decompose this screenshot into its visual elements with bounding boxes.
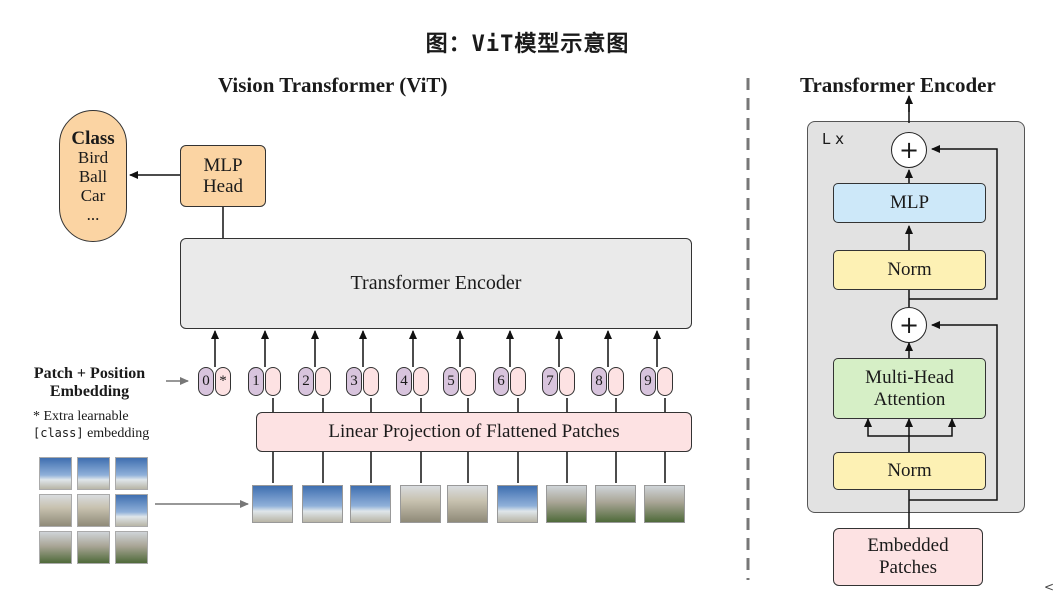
image-patch [546, 485, 587, 523]
add-bottom-icon: + [891, 307, 927, 343]
transformer-encoder-box: Transformer Encoder [180, 238, 692, 329]
encoder-detail-title: Transformer Encoder [800, 73, 996, 97]
token-embedding [510, 367, 526, 396]
token-index: 9 [640, 367, 656, 396]
residual-top [909, 145, 998, 300]
token-index: 3 [346, 367, 362, 396]
norm-to-attn-arrow-left [864, 418, 909, 437]
token-embedding [608, 367, 624, 396]
token-embedding [413, 367, 429, 396]
source-image-tile [77, 457, 110, 490]
vit-title: Vision Transformer (ViT) [218, 73, 448, 97]
source-image-tile [115, 494, 148, 527]
token-index: 1 [248, 367, 264, 396]
image-patch [302, 485, 343, 523]
source-image-tile [115, 457, 148, 490]
patch-position-embedding-label: Patch + Position Embedding [33, 365, 146, 400]
class-item: Ball [78, 166, 108, 186]
extra-learnable-note: * Extra learnable [class] embedding [33, 409, 183, 442]
image-patch [350, 485, 391, 523]
note-line-2: embedding [83, 426, 150, 441]
token-embedding [363, 367, 379, 396]
class-token-mark: * [215, 367, 231, 396]
mlp-block: MLP [833, 183, 986, 223]
token-index: 4 [396, 367, 412, 396]
multi-head-attention-block: Multi-Head Attention [833, 358, 986, 419]
token-embedding [460, 367, 476, 396]
token-index: 6 [493, 367, 509, 396]
class-item: Bird [77, 147, 109, 167]
token-embedding [657, 367, 673, 396]
layer-repeat-label: L x [822, 130, 845, 148]
source-image-tile [115, 531, 148, 564]
token-embedding [559, 367, 575, 396]
source-image-tile [39, 457, 72, 490]
token-index: 8 [591, 367, 607, 396]
norm-bottom-block: Norm [833, 452, 986, 490]
note-line-1: * Extra learnable [33, 409, 129, 424]
note-code: [class] [33, 426, 84, 440]
corner-mark: < [1044, 580, 1055, 594]
add-top-icon: + [891, 132, 927, 168]
source-image-tile [39, 531, 72, 564]
class-item: ... [86, 204, 100, 224]
linear-projection-box: Linear Projection of Flattened Patches [256, 412, 692, 452]
residual-bottom [909, 321, 998, 501]
class-item: Car [80, 185, 106, 205]
image-patch [595, 485, 636, 523]
image-patch [497, 485, 538, 523]
norm-to-attn-arrow-right [909, 418, 956, 437]
image-patch [447, 485, 488, 523]
image-patch [252, 485, 293, 523]
token-embedding [265, 367, 281, 396]
source-image-tile [77, 531, 110, 564]
source-image-tile [39, 494, 72, 527]
image-patch [644, 485, 685, 523]
source-image-tile [77, 494, 110, 527]
mlp-head-box: MLP Head [180, 145, 266, 207]
token-index: 2 [298, 367, 314, 396]
image-patch [400, 485, 441, 523]
embedded-patches-block: Embedded Patches [833, 528, 983, 586]
figure-title: 图：ViT模型示意图 [425, 32, 630, 57]
token-embedding [315, 367, 331, 396]
token-index: 0 [198, 367, 214, 396]
token-index: 7 [542, 367, 558, 396]
token-index: 5 [443, 367, 459, 396]
norm-top-block: Norm [833, 250, 986, 290]
class-title: Class [71, 127, 115, 149]
class-output-box: Class Bird Ball Car ... [59, 110, 127, 242]
